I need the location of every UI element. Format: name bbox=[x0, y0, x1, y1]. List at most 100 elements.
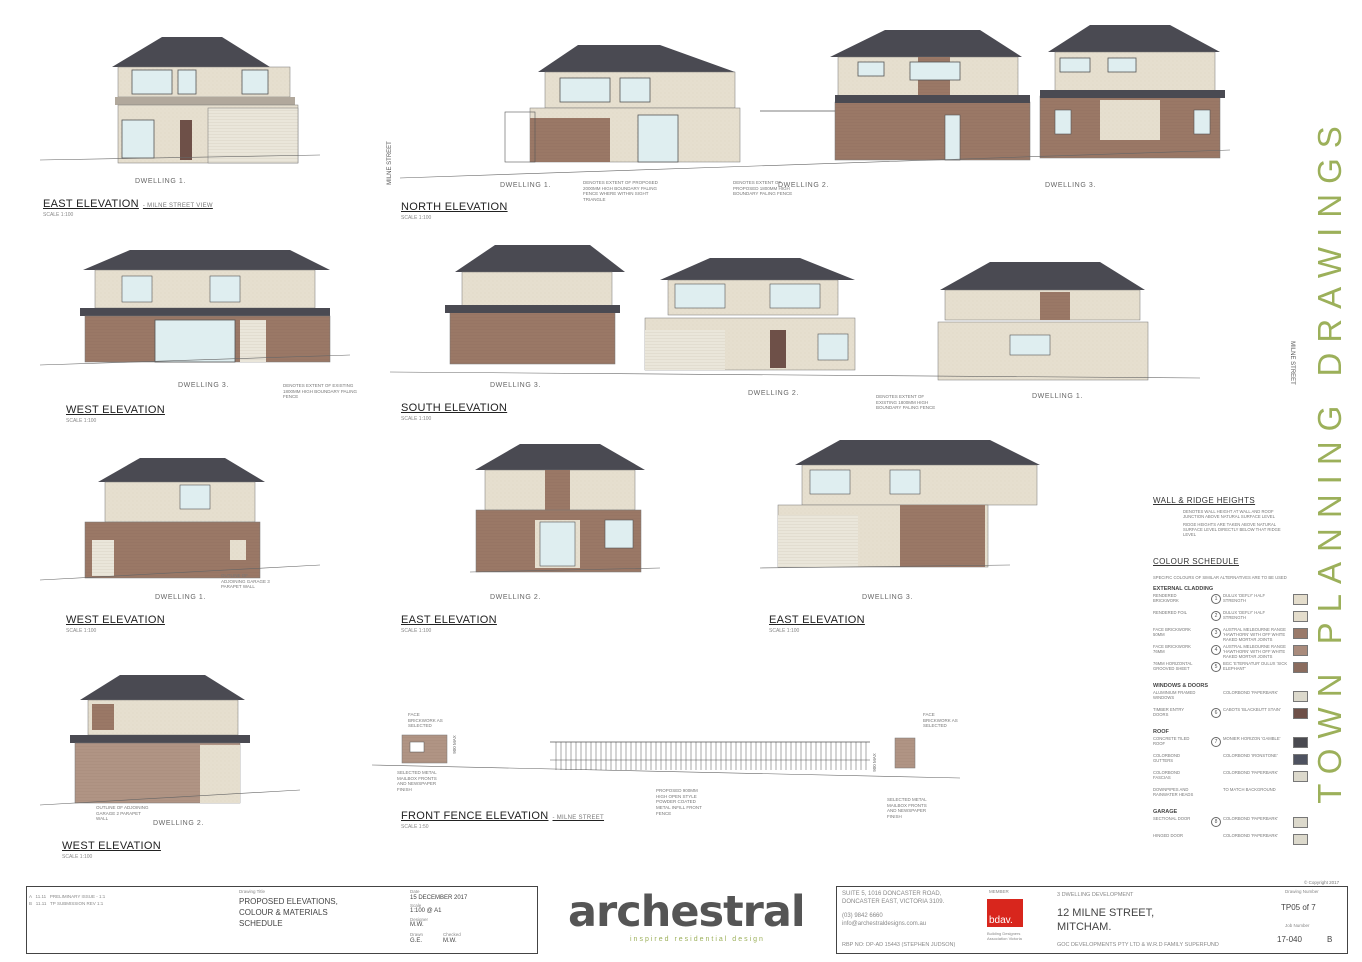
note-fence-mailbox-1: SELECTED METAL MAILBOX FRONTS AND NEWSPA… bbox=[397, 770, 437, 792]
drawn-label: Drawn bbox=[410, 932, 424, 937]
legend-material: ALUMINIUM FRAMED WINDOWS bbox=[1153, 690, 1196, 701]
legend-number-badge: 7 bbox=[1211, 737, 1221, 747]
scale-value: 1:100 @ A1 bbox=[410, 908, 442, 914]
legend-material: COLORBOND GUTTERS bbox=[1153, 753, 1180, 764]
scale-north: SCALE 1:100 bbox=[401, 215, 432, 221]
wall-note-1: DENOTES WALL HEIGHT AT WALL AND ROOF JUN… bbox=[1183, 509, 1275, 519]
logo-tagline: inspired residential design bbox=[630, 936, 765, 943]
elevation-title-north: NORTH ELEVATION bbox=[401, 201, 508, 213]
scale-west-1: SCALE 1:100 bbox=[66, 628, 97, 634]
scale-east-1: SCALE 1:100 bbox=[43, 212, 74, 218]
drawing-title-line-3: SCHEDULE bbox=[239, 919, 283, 928]
dwelling-label-south-3: DWELLING 3. bbox=[490, 382, 541, 389]
scale-east-3: SCALE 1:100 bbox=[769, 628, 800, 634]
legend-colour-spec: DULUX 'DEFLY' HALF STRENGTH bbox=[1223, 593, 1266, 604]
date-label: Date bbox=[410, 889, 420, 894]
dwelling-label-west-2: DWELLING 2. bbox=[153, 820, 204, 827]
legend-material: HINGED DOOR bbox=[1153, 833, 1184, 838]
legend-section-title: GARAGE bbox=[1153, 809, 1178, 815]
bdav-logo: bdav. bbox=[987, 899, 1023, 927]
project-address-2: MITCHAM. bbox=[1057, 921, 1112, 933]
bdav-caption: Building Designers Association Victoria bbox=[987, 931, 1022, 941]
legend-section-title: WINDOWS & DOORS bbox=[1153, 683, 1208, 689]
note-garage-outline-2: OUTLINE OF ADJOINING GARAGE 3 PARAPET WA… bbox=[221, 573, 270, 590]
title-block-right: SUITE 5, 1016 DONCASTER ROAD, DONCASTER … bbox=[836, 886, 1348, 954]
elevation-title-fence: FRONT FENCE ELEVATION- MILNE STREET bbox=[401, 810, 605, 822]
legend-colour-swatch bbox=[1293, 754, 1308, 765]
note-north-2: DENOTES EXTENT OF PROPOSED 1800MM HIGH B… bbox=[733, 180, 793, 197]
legend-colour-spec: COLORBOND 'PAPERBARK' bbox=[1223, 690, 1279, 695]
legend-colour-spec: COLORBOND 'PAPERBARK' bbox=[1223, 770, 1279, 775]
designer-label: Designer bbox=[410, 917, 429, 922]
note-south: DENOTES EXTENT OF EXISTING 1800MM HIGH B… bbox=[876, 394, 936, 411]
project-type: 3 DWELLING DEVELOPMENT bbox=[1057, 892, 1134, 898]
note-north-1: DENOTES EXTENT OF PROPOSED 2000MM HIGH B… bbox=[583, 180, 658, 202]
dwelling-label-north-2: DWELLING 2. bbox=[778, 182, 829, 189]
fence-height-1: 900 MAX bbox=[451, 735, 457, 754]
colour-note: SPECIFIC COLOURS OF SIMILAR ALTERNATIVES… bbox=[1153, 575, 1287, 580]
legend-colour-swatch bbox=[1293, 611, 1308, 622]
west-elevation-dwelling-2 bbox=[39, 675, 301, 806]
legend-material: DOWNPIPES AND RAINWATER HEADS bbox=[1153, 787, 1194, 798]
legend-colour-swatch bbox=[1293, 645, 1308, 656]
elevation-title-west-1: WEST ELEVATION bbox=[66, 614, 165, 626]
note-fence-mid: PROPOSED 900MM HIGH OPEN STYLE POWDER CO… bbox=[656, 788, 702, 816]
legend-material: CONCRETE TILED ROOF bbox=[1153, 736, 1190, 747]
legend-colour-swatch bbox=[1293, 628, 1308, 639]
scale-south: SCALE 1:100 bbox=[401, 416, 432, 422]
north-elevation bbox=[399, 25, 1231, 179]
fence-pickets bbox=[555, 742, 867, 770]
legend-row: DOWNPIPES AND RAINWATER HEADS TO MATCH BA… bbox=[1153, 786, 1313, 803]
revision-row-b: B 11.11 TP SUBMISSION REV 1:1 bbox=[29, 901, 104, 906]
legend-colour-spec: COLORBOND 'PAPERBARK' bbox=[1223, 833, 1279, 838]
legend-colour-swatch bbox=[1293, 708, 1308, 719]
drawn-value: G.E. bbox=[410, 938, 423, 944]
office-email: info@archestraldesigns.com.au bbox=[842, 921, 927, 927]
legend-material: SECTIONAL DOOR bbox=[1153, 816, 1191, 821]
east-elevation-dwelling-3 bbox=[759, 440, 1040, 569]
legend-colour-spec: DULUX 'DEFLY' HALF STRENGTH bbox=[1223, 610, 1266, 621]
title-block-left: A 11.11 PRELIMINARY ISSUE - 1:1 B 11.11 … bbox=[26, 886, 538, 954]
legend-number-badge: 3 bbox=[1211, 628, 1221, 638]
scale-west-3: SCALE 1:100 bbox=[66, 418, 97, 424]
elevation-subtitle-fence: - MILNE STREET bbox=[552, 815, 605, 821]
legend-colour-spec: MONIER HORIZON 'GAMBLE' bbox=[1223, 736, 1281, 741]
revision-row-a: A 11.11 PRELIMINARY ISSUE - 1:1 bbox=[29, 894, 106, 899]
dwelling-label-east-1: DWELLING 1. bbox=[135, 178, 186, 185]
legend-colour-swatch bbox=[1293, 771, 1308, 782]
checked-value: M.W. bbox=[443, 938, 457, 944]
legend-number-badge: 5 bbox=[1211, 662, 1221, 672]
legend-colour-spec: COLORBOND 'IRONSTONE' bbox=[1223, 753, 1278, 758]
dwelling-label-east-2: DWELLING 2. bbox=[490, 594, 541, 601]
revisions-table: A 11.11 PRELIMINARY ISSUE - 1:1 B 11.11 … bbox=[29, 889, 234, 949]
legend-number-badge: 4 bbox=[1211, 645, 1221, 655]
west-elevation-dwelling-1 bbox=[39, 458, 321, 581]
scale-fence: SCALE 1:50 bbox=[401, 824, 429, 830]
elevation-title-west-3: WEST ELEVATION bbox=[66, 404, 165, 416]
colour-schedule-heading: COLOUR SCHEDULE bbox=[1153, 557, 1240, 566]
legend-colour-swatch bbox=[1293, 834, 1308, 845]
dwelling-label-west-1: DWELLING 1. bbox=[155, 594, 206, 601]
legend-material: TIMBER ENTRY DOORS bbox=[1153, 707, 1185, 718]
scale-east-2: SCALE 1:100 bbox=[401, 628, 432, 634]
bdav-text: bdav. bbox=[989, 915, 1013, 926]
designer-value: M.W. bbox=[410, 922, 424, 928]
scale-west-2: SCALE 1:100 bbox=[62, 854, 93, 860]
legend-colour-swatch bbox=[1293, 594, 1308, 605]
note-fence-brick-1: FACE BRICKWORK AS SELECTED bbox=[408, 712, 443, 729]
legend-section-title: EXTERNAL CLADDING bbox=[1153, 586, 1214, 592]
legend-material: FACE BRICKWORK 50MM bbox=[1153, 627, 1191, 638]
revision-letter: B bbox=[1327, 935, 1333, 944]
legend-colour-spec: AUSTRAL MELBOURNE RANGE 'HAWTHORN' WITH … bbox=[1223, 627, 1286, 643]
legend-material: 76MM HORIZONTAL GROOVED SHEET bbox=[1153, 661, 1193, 672]
legend-colour-spec: TO MATCH BACKGROUND bbox=[1223, 787, 1276, 792]
member-label: MEMBER bbox=[989, 889, 1009, 894]
legend-material: FACE BRICKWORK 76MM bbox=[1153, 644, 1191, 655]
office-phone: (03) 9842 6660 bbox=[842, 913, 883, 919]
elevation-title-east-2: EAST ELEVATION bbox=[401, 614, 497, 626]
